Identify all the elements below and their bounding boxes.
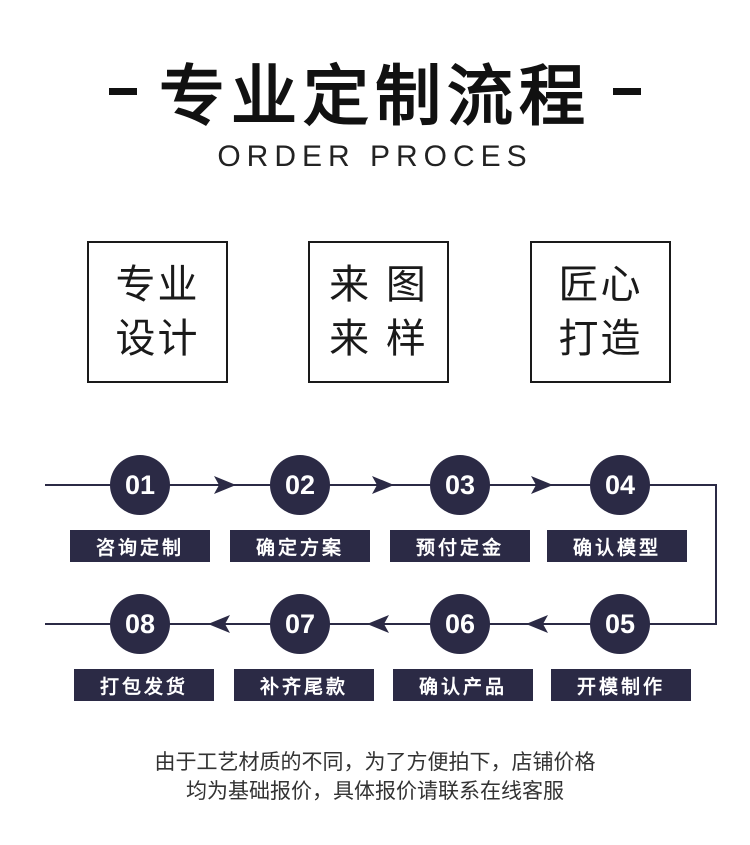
feature-line: 来 样 <box>329 316 428 362</box>
arrow-right-icon <box>531 476 553 494</box>
arrow-left-icon <box>526 615 548 633</box>
feature-line: 匠心 <box>558 262 643 308</box>
arrow-right-icon <box>372 476 394 494</box>
step-label: 预付定金 <box>390 530 530 562</box>
step-number: 07 <box>270 594 330 654</box>
step-label: 确认模型 <box>547 530 687 562</box>
page-title: 专业定制流程 <box>0 52 750 135</box>
arrow-left-icon <box>367 615 389 633</box>
pricing-note-line: 由于工艺材质的不同，为了方便拍下，店铺价格 <box>154 750 596 774</box>
step-label: 开模制作 <box>551 669 691 701</box>
step-number: 06 <box>430 594 490 654</box>
step-number: 01 <box>110 455 170 515</box>
feature-line: 来 图 <box>329 262 428 308</box>
step-number: 04 <box>590 455 650 515</box>
arrow-left-icon <box>208 615 230 633</box>
feature-box-craft: 匠心 打造 <box>530 241 671 383</box>
step-label: 确认产品 <box>393 669 533 701</box>
step-label: 打包发货 <box>74 669 214 701</box>
feature-box-custom: 来 图 来 样 <box>308 241 449 383</box>
title-dash-right <box>613 87 641 95</box>
step-label: 补齐尾款 <box>234 669 374 701</box>
step-number: 03 <box>430 455 490 515</box>
pricing-note-line: 均为基础报价，具体报价请联系在线客服 <box>186 779 564 803</box>
arrow-right-icon <box>214 476 236 494</box>
feature-box-design: 专业 设计 <box>87 241 228 383</box>
title-text: 专业定制流程 <box>159 58 591 135</box>
feature-line: 打造 <box>558 316 643 362</box>
feature-line: 专业 <box>115 262 200 308</box>
title-dash-left <box>109 87 137 95</box>
step-number: 08 <box>110 594 170 654</box>
feature-line: 设计 <box>115 316 200 362</box>
step-number: 02 <box>270 455 330 515</box>
step-label: 咨询定制 <box>70 530 210 562</box>
page-subtitle: ORDER PROCES <box>217 140 533 173</box>
step-label: 确定方案 <box>230 530 370 562</box>
step-number: 05 <box>590 594 650 654</box>
